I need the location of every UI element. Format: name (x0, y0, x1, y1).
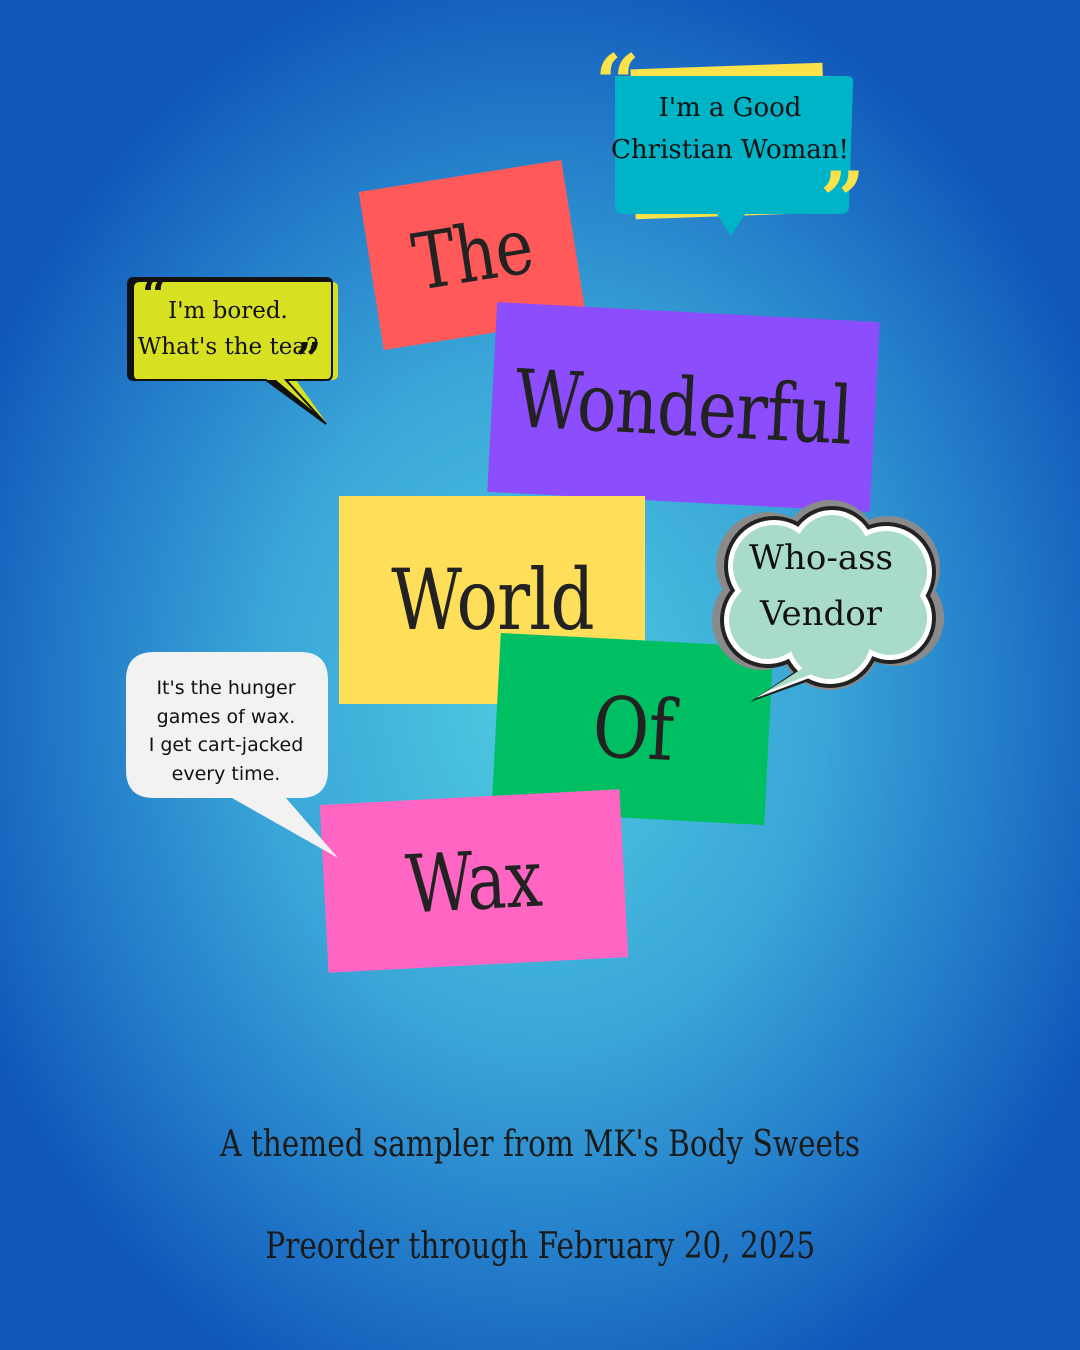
open-quote-icon: “ (595, 38, 640, 129)
speech-bubble-christian: “ ” I'm a Good Christian Woman! (595, 38, 865, 246)
speech-bubble-hunger: It's the hunger games of wax. I get cart… (126, 652, 341, 862)
bubble-line: I'm a Good (658, 93, 802, 123)
speech-bubble-hunger-text: It's the hunger games of wax. I get cart… (126, 674, 326, 788)
title-card-world: World (339, 496, 645, 704)
close-quote-icon: ” (296, 334, 322, 385)
speech-bubble-hunger-shape (126, 652, 338, 858)
thought-bubble-vendor: Who-ass Vendor (700, 498, 950, 708)
title-card-wax: Wax (319, 789, 629, 973)
open-quote-icon: “ (142, 270, 168, 321)
title-word-wonderful: Wonderful (512, 351, 855, 463)
title-card-wonderful: Wonderful (487, 302, 880, 512)
tagline: A themed sampler from MK's Body Sweets (0, 1124, 1080, 1165)
speech-bubble-christian-shape (615, 62, 854, 236)
speech-bubble-bored: “ ” I'm bored. What's the tea? (126, 270, 341, 428)
tagline-text: A themed sampler from MK's Body Sweets (220, 1124, 860, 1165)
bubble-line: every time. (171, 762, 281, 785)
title-word-wax: Wax (403, 831, 545, 931)
speech-bubble-christian-text: I'm a Good Christian Woman! (605, 88, 855, 171)
close-quote-icon: ” (820, 155, 865, 246)
bubble-line: games of wax. (156, 705, 296, 728)
title-word-of: Of (589, 677, 676, 781)
thought-bubble-vendor-text: Who-ass Vendor (726, 530, 916, 642)
preorder-text: Preorder through February 20, 2025 (265, 1226, 815, 1267)
bubble-line: What's the tea? (137, 333, 319, 360)
bubble-line: It's the hunger (156, 677, 296, 699)
thought-bubble-vendor-shape (712, 500, 944, 702)
title-word-world: World (390, 551, 594, 649)
bubble-line: Vendor (760, 594, 882, 635)
bubble-line: Who-ass (749, 538, 893, 578)
preorder-date: Preorder through February 20, 2025 (0, 1226, 1080, 1267)
bubble-line: I get cart-jacked (148, 734, 304, 756)
bubble-line: Christian Woman! (611, 134, 849, 165)
speech-bubble-bored-shape (127, 277, 338, 425)
title-word-the: The (406, 201, 539, 309)
speech-bubble-bored-text: I'm bored. What's the tea? (130, 294, 326, 365)
bubble-line: I'm bored. (168, 298, 288, 324)
